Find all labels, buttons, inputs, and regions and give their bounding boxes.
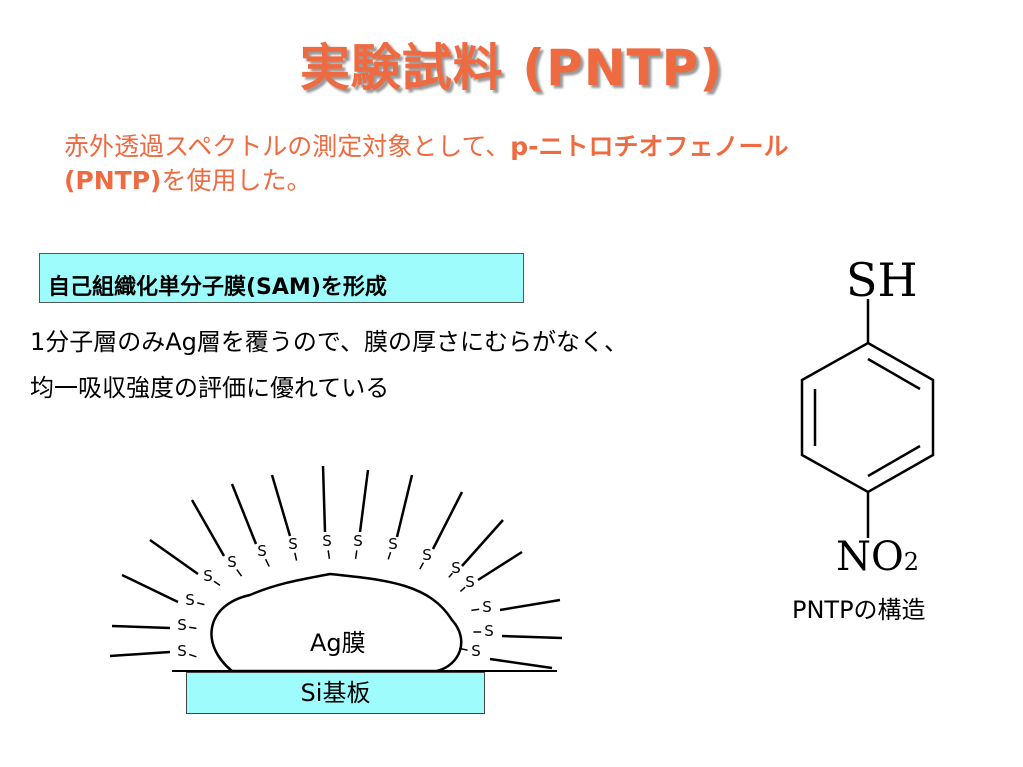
sam-label: 自己組織化単分子膜(SAM)を形成 <box>48 275 387 300</box>
s-ag-bond <box>459 586 466 592</box>
double-bond-2 <box>867 444 921 478</box>
no-label: NO <box>836 534 904 580</box>
description-line2: 均一吸収強度の評価に優れている <box>30 374 390 402</box>
s-ag-bond <box>327 550 331 559</box>
s-ag-bond <box>213 580 221 587</box>
alkyl-chain <box>461 519 504 567</box>
sam-label-box: 自己組織化単分子膜(SAM)を形成 <box>39 253 524 303</box>
alkyl-chain <box>270 474 292 537</box>
sulfur-atom: S <box>388 535 398 553</box>
s-ag-bond <box>471 608 480 612</box>
s-ag-bond <box>387 551 392 560</box>
no2-label: NO2 <box>836 534 919 580</box>
sulfur-atom: S <box>177 642 187 660</box>
alkyl-chain <box>111 624 171 630</box>
double-bond-1 <box>867 357 921 391</box>
benzene-ring <box>800 341 935 494</box>
s-ag-bond <box>188 653 197 658</box>
s-ag-bond <box>197 602 205 606</box>
no2-subscript: 2 <box>904 548 919 576</box>
intro-text: 赤外透過スペクトルの測定対象として、p-ニトロチオフェノール (PNTP)を使用… <box>64 130 984 198</box>
alkyl-chain <box>230 483 258 545</box>
sulfur-atom: S <box>227 553 237 571</box>
sulfur-atom: S <box>465 573 475 591</box>
ag-film-dome <box>210 572 463 673</box>
s-ag-bond <box>236 569 243 577</box>
sulfur-atom: S <box>484 622 494 640</box>
si-substrate: Si基板 <box>186 672 485 714</box>
sulfur-atom: S <box>451 559 461 577</box>
alkyl-chain <box>321 465 327 533</box>
intro-line2-bold: (PNTP) <box>64 166 162 195</box>
pntp-molecule <box>800 299 935 538</box>
s-ag-bond <box>294 552 298 561</box>
description-line1: 1分子層のみAg層を覆うので、膜の厚さにむらがなく、 <box>30 328 628 356</box>
intro-line1-bold: p-ニトロチオフェノール <box>510 132 789 161</box>
intro-line2-normal: を使用した。 <box>161 166 312 195</box>
s-ag-bond <box>264 558 270 567</box>
sulfur-atom: S <box>257 542 267 560</box>
s-ag-bond <box>419 562 425 570</box>
sulfur-atom: S <box>422 546 432 564</box>
alkyl-chain <box>489 657 553 670</box>
molecule-caption: PNTPの構造 <box>792 596 926 624</box>
alkyl-chain <box>121 573 179 604</box>
sulfur-atom: S <box>288 535 298 553</box>
ag-film-label: Ag膜 <box>310 629 366 657</box>
alkyl-chain <box>499 598 561 612</box>
sulfur-atom: S <box>322 532 332 550</box>
intro-line1-normal: 赤外透過スペクトルの測定対象として、 <box>64 132 511 161</box>
alkyl-chain <box>395 474 414 538</box>
alkyl-chain <box>149 538 199 576</box>
alkyl-chain <box>358 469 370 533</box>
s-ag-bond <box>448 572 453 578</box>
si-substrate-label: Si基板 <box>300 679 371 707</box>
sulfur-atom: S <box>482 598 492 616</box>
sulfur-atom: S <box>471 642 481 660</box>
s-ag-bond <box>354 550 358 559</box>
page-title: 実験試料 (PNTP) <box>299 39 724 97</box>
sulfur-atom: S <box>185 591 195 609</box>
sulfur-atom: S <box>177 616 187 634</box>
alkyl-chain <box>501 634 563 640</box>
sulfur-atom: S <box>203 567 213 585</box>
alkyl-chain <box>477 550 523 582</box>
sh-label: SH <box>846 253 918 307</box>
alkyl-chain <box>109 650 171 658</box>
sam-chains <box>109 465 563 670</box>
s-ag-bond <box>189 626 197 630</box>
sulfur-atom: S <box>353 532 363 550</box>
alkyl-chain <box>190 499 226 557</box>
s-ag-bond <box>459 647 468 651</box>
alkyl-chain <box>431 491 464 550</box>
